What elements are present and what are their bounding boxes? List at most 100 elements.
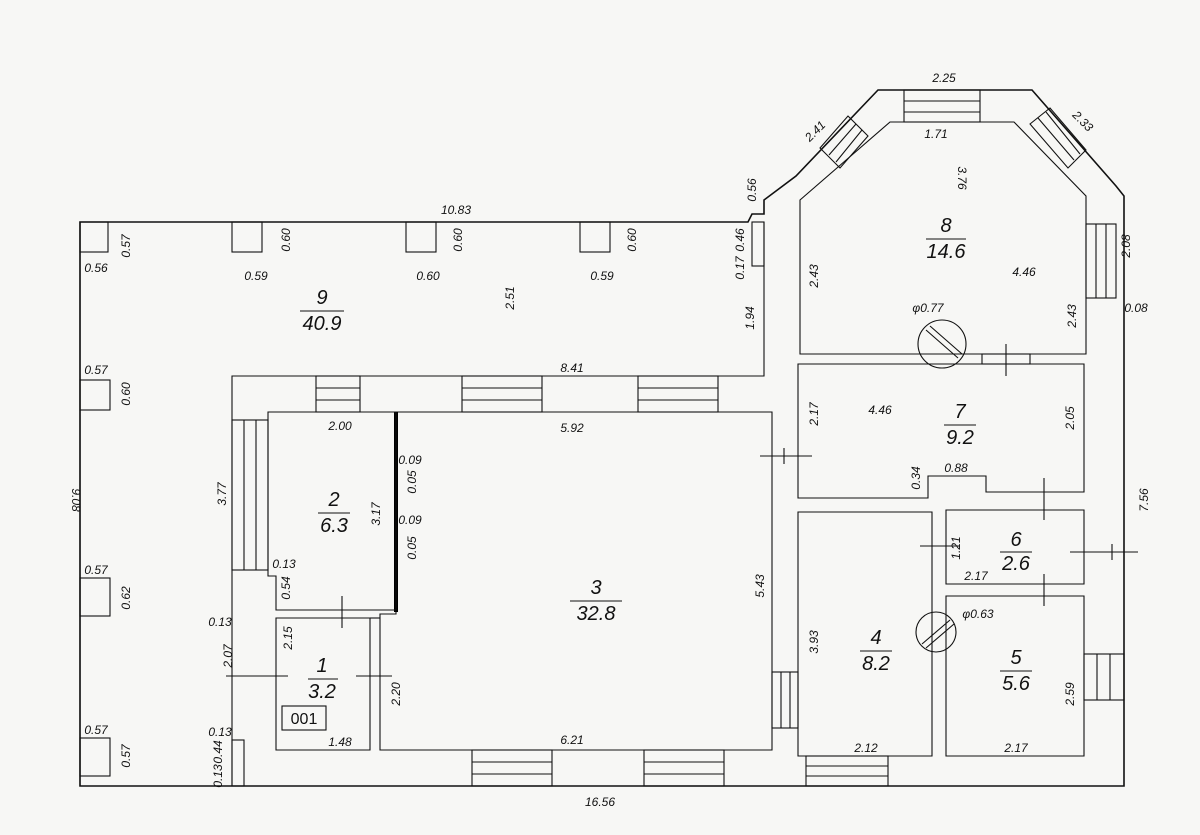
column-2 — [231, 221, 263, 253]
dim-r8-243-left: 2.43 — [807, 264, 821, 289]
door-room8-7-frame — [981, 353, 1031, 365]
room-label-1: 1 3.2 — [308, 655, 338, 703]
dim-c4-w: 0.60 — [625, 228, 639, 252]
dim-c3-w: 0.60 — [451, 228, 465, 252]
column-5 — [79, 379, 111, 411]
dim-c4-d: 0.59 — [590, 269, 614, 283]
dim-r4-212: 2.12 — [853, 741, 878, 755]
dim-r7-034: 0.34 — [909, 466, 923, 490]
dim-005-b: 0.05 — [405, 536, 419, 560]
dim-r1-148: 1.48 — [328, 735, 352, 749]
svg-text:32.8: 32.8 — [577, 603, 616, 625]
svg-text:40.9: 40.9 — [303, 313, 342, 335]
svg-text:9.2: 9.2 — [946, 427, 974, 449]
dim-008: 0.08 — [1124, 301, 1148, 315]
dim-r3-592: 5.92 — [560, 421, 584, 435]
column-1 — [79, 221, 109, 253]
svg-text:5: 5 — [1010, 647, 1022, 669]
room-label-3: 3 32.8 — [570, 577, 622, 625]
svg-text:6.3: 6.3 — [320, 515, 348, 537]
column-3 — [405, 221, 437, 253]
dim-r1-220: 2.20 — [389, 682, 403, 707]
svg-text:2.6: 2.6 — [1001, 553, 1031, 575]
window-top-room3-a — [315, 375, 361, 413]
outer-wall — [79, 89, 1125, 787]
dim-c6-d: 0.57 — [84, 563, 109, 577]
room6-wall — [945, 509, 1085, 585]
dim-top: 10.83 — [441, 203, 471, 217]
dim-r2-317: 3.17 — [369, 501, 383, 526]
room1-wall — [275, 617, 371, 751]
step-left — [231, 739, 245, 787]
tag-box: 001 — [281, 705, 327, 731]
dim-r8-top-inner: 1.71 — [924, 127, 947, 141]
dim-r8-top-outer: 2.25 — [931, 71, 956, 85]
dim-r8-diag-right: 2.33 — [1069, 107, 1096, 134]
room5-wall — [945, 595, 1085, 757]
dim-corridor: 8.41 — [560, 361, 583, 375]
dim-right: 7.56 — [1137, 488, 1151, 512]
dim-c1-d: 0.56 — [84, 261, 108, 275]
room-label-2: 2 6.3 — [318, 489, 350, 537]
dim-013-d: 0.13 — [211, 764, 225, 788]
svg-text:9: 9 — [316, 287, 327, 309]
column-6 — [79, 577, 111, 617]
dim-046: 0.46 — [733, 228, 747, 252]
column-4 — [579, 221, 611, 253]
dim-c5-d: 0.57 — [84, 363, 109, 377]
svg-text:001: 001 — [291, 711, 318, 728]
room-label-6: 6 2.6 — [1000, 529, 1032, 575]
dim-r2-013: 0.13 — [272, 557, 296, 571]
dim-r1-215: 2.15 — [281, 626, 295, 651]
window-bottom-room3-a — [471, 749, 553, 787]
svg-text:7: 7 — [954, 401, 966, 423]
chimney-room4 — [915, 611, 957, 653]
dim-c7-w: 0.57 — [119, 743, 133, 768]
dim-r8-243-right: 2.43 — [1065, 304, 1079, 329]
dim-013-b: 0.13 — [208, 615, 232, 629]
dim-c1-w: 0.57 — [119, 233, 133, 258]
dim-r4-393: 3.93 — [807, 630, 821, 654]
svg-text:6: 6 — [1010, 529, 1022, 551]
room-label-8: 8 14.6 — [926, 215, 966, 263]
dim-r5-259: 2.59 — [1063, 682, 1077, 707]
window-bottom-room3-b — [643, 749, 725, 787]
dim-194: 1.94 — [743, 306, 757, 330]
window-top-room3-b — [461, 375, 543, 413]
svg-text:1: 1 — [316, 655, 327, 677]
svg-text:8.2: 8.2 — [862, 653, 890, 675]
dim-r8-056: 0.56 — [745, 178, 759, 202]
svg-text:2: 2 — [327, 489, 339, 511]
dim-phi077: φ0.77 — [912, 301, 945, 315]
dim-r1-207: 2.07 — [221, 643, 235, 669]
dim-r7-088: 0.88 — [944, 461, 968, 475]
column-7 — [79, 737, 111, 777]
window-right-room8 — [1085, 223, 1117, 299]
room7-wall — [797, 363, 1085, 499]
dim-r8-446: 4.46 — [1012, 265, 1036, 279]
dim-r6-217: 2.17 — [963, 569, 989, 583]
svg-text:3.2: 3.2 — [308, 681, 336, 703]
dim-left: 9.08 — [69, 488, 83, 512]
room-label-9: 9 40.9 — [300, 287, 344, 335]
window-top-room8 — [903, 89, 981, 123]
svg-text:5.6: 5.6 — [1002, 673, 1031, 695]
window-top-room3-c — [637, 375, 719, 413]
dim-009-b: 0.09 — [398, 513, 422, 527]
room8-wall — [799, 121, 1087, 355]
dim-208: 2.08 — [1119, 234, 1133, 259]
window-right-room5 — [1083, 653, 1125, 701]
dim-r5-217: 2.17 — [1003, 741, 1029, 755]
dim-c6-w: 0.62 — [119, 586, 133, 610]
dim-c3-d: 0.60 — [416, 269, 440, 283]
window-right-room3 — [771, 671, 799, 729]
dim-r7-446: 4.46 — [868, 403, 892, 417]
svg-text:14.6: 14.6 — [927, 241, 967, 263]
window-diag-right-room8 — [1029, 107, 1087, 169]
dim-005-a: 0.05 — [405, 470, 419, 494]
dim-r3-543: 5.43 — [753, 574, 767, 598]
room-label-7: 7 9.2 — [944, 401, 976, 449]
svg-text:3: 3 — [590, 577, 601, 599]
dim-r8-diag-left: 2.41 — [801, 118, 828, 145]
room2-window — [231, 419, 269, 571]
